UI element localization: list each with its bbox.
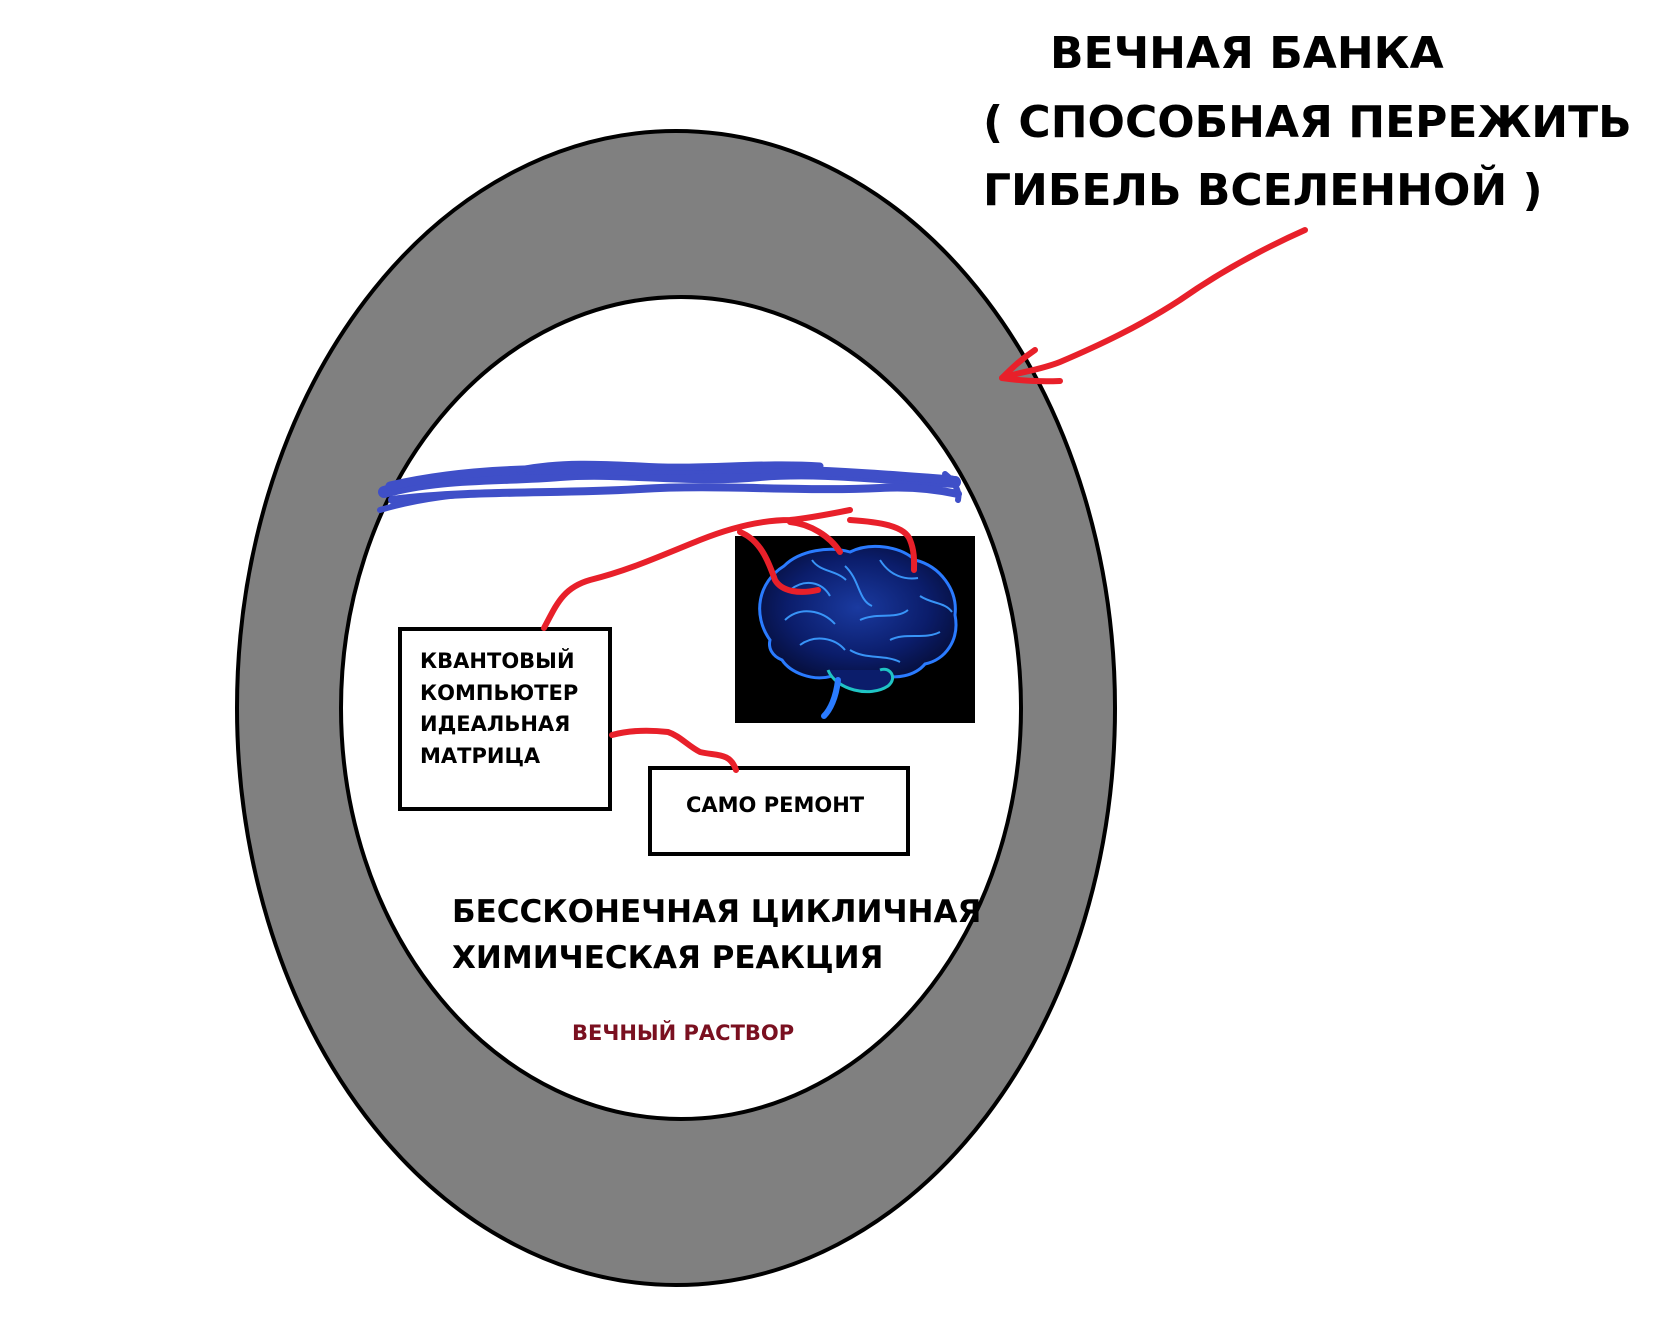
reaction-line2: ХИМИЧЕСКАЯ РЕАКЦИЯ — [452, 940, 883, 976]
self-repair-label: САМО РЕМОНТ — [686, 793, 865, 817]
connection-wires — [541, 507, 918, 773]
title-line2: ( СПОСОБНАЯ ПЕРЕЖИТЬ — [983, 97, 1632, 148]
brain-icon — [758, 545, 958, 719]
quantum-box-line2: КОМПЬЮТЕР — [420, 681, 578, 705]
reaction-line1: БЕССКОНЕЧНАЯ ЦИКЛИЧНАЯ — [452, 894, 981, 930]
eternal-solution-label: ВЕЧНЫЙ РАСТВОР — [572, 1020, 794, 1045]
liquid-surface-scribble — [377, 460, 962, 513]
self-repair-box — [648, 766, 910, 856]
quantum-box-line3: ИДЕАЛЬНАЯ — [420, 712, 570, 736]
jar-inner-cavity — [339, 295, 1023, 1121]
title-line1: ВЕЧНАЯ БАНКА — [1050, 28, 1444, 79]
quantum-box-line4: МАТРИЦА — [420, 744, 541, 768]
quantum-computer-box — [398, 627, 612, 811]
brain-panel — [735, 536, 975, 723]
quantum-box-line1: КВАНТОВЫЙ — [420, 648, 575, 673]
arrow-icon — [999, 227, 1308, 385]
title-line3: ГИБЕЛЬ ВСЕЛЕННОЙ ) — [983, 163, 1543, 216]
